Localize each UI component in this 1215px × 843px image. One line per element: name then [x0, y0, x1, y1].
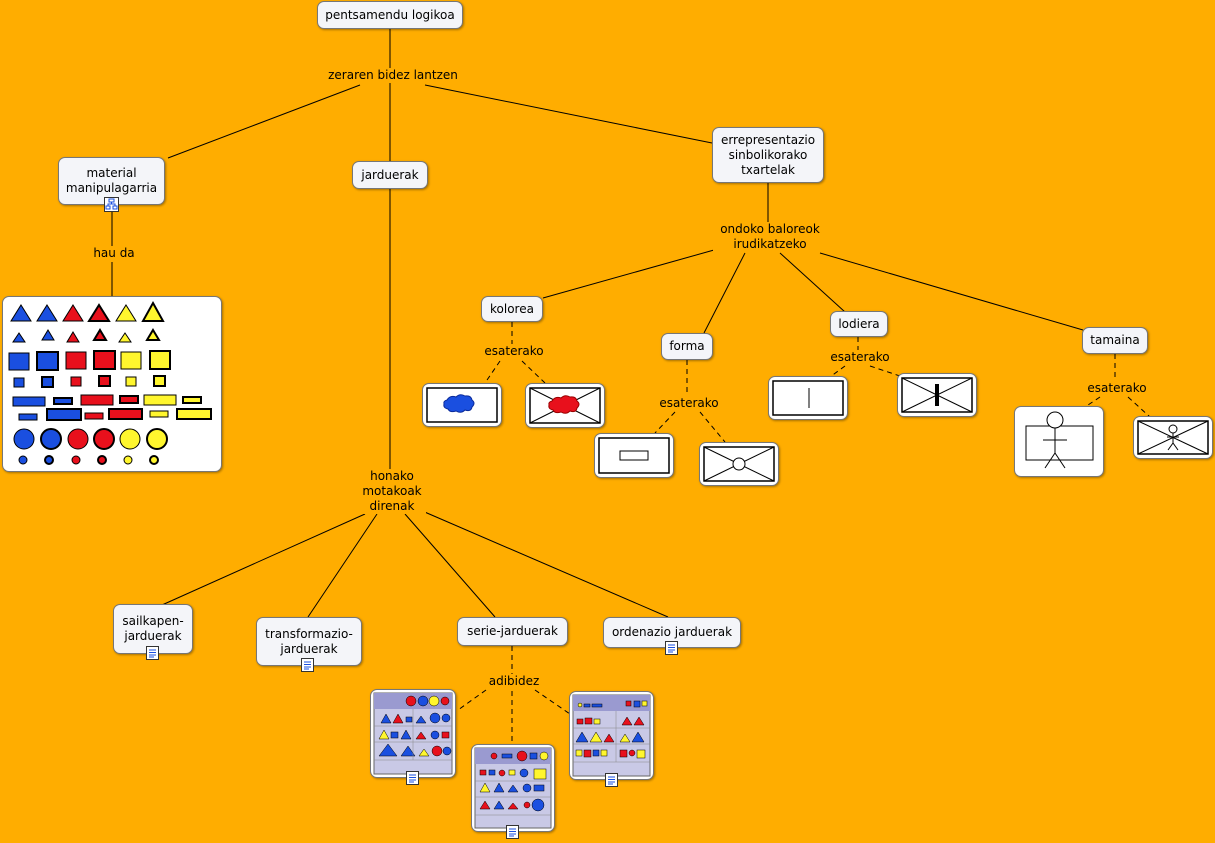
link-honako-motakoak-direnak: honako motakoak direnak — [358, 469, 426, 514]
thin-line-card[interactable] — [768, 376, 848, 420]
concept-map-icon[interactable] — [104, 197, 119, 212]
concept-jarduerak[interactable]: jarduerak — [352, 161, 428, 189]
red-blob-crossed-card[interactable] — [525, 383, 605, 428]
big-person-card[interactable] — [1014, 406, 1104, 477]
series-worksheet-3[interactable] — [569, 691, 654, 780]
concept-serie-jarduerak[interactable]: serie-jarduerak — [457, 617, 568, 646]
document-icon[interactable] — [506, 825, 519, 839]
link-hau-da: hau da — [86, 246, 142, 261]
small-person-crossed-card[interactable] — [1133, 416, 1213, 459]
concept-tamaina[interactable]: tamaina — [1082, 327, 1148, 354]
link-ondoko-baloreok: ondoko baloreok irudikatzeko — [713, 222, 827, 252]
link-adibidez: adibidez — [483, 674, 545, 689]
document-icon[interactable] — [406, 771, 419, 785]
document-icon[interactable] — [605, 773, 618, 787]
document-icon[interactable] — [665, 641, 678, 655]
series-worksheet-1[interactable] — [370, 689, 456, 778]
rectangle-card[interactable] — [594, 433, 674, 478]
thick-line-crossed-card[interactable] — [897, 373, 977, 417]
attribute-blocks-image[interactable] — [2, 296, 222, 472]
link-zeraren-bidez-lantzen: zeraren bidez lantzen — [322, 68, 464, 83]
link-esaterako-kolorea: esaterako — [478, 344, 550, 359]
link-esaterako-lodiera: esaterako — [824, 350, 896, 365]
concept-lodiera[interactable]: lodiera — [830, 311, 888, 337]
concept-errepresentazio-txartelak[interactable]: errepresentazio sinbolikorako txartelak — [712, 127, 824, 183]
link-esaterako-forma: esaterako — [653, 396, 725, 411]
concept-transformazio-jarduerak[interactable]: transformazio- jarduerak — [256, 617, 362, 666]
document-icon[interactable] — [301, 658, 314, 672]
concept-pentsamendu-logikoa[interactable]: pentsamendu logikoa — [317, 1, 463, 29]
concept-sailkapen-jarduerak[interactable]: sailkapen- jarduerak — [113, 604, 193, 654]
circle-crossed-card[interactable] — [699, 442, 779, 486]
document-icon[interactable] — [146, 646, 159, 660]
concept-forma[interactable]: forma — [661, 333, 713, 360]
concept-kolorea[interactable]: kolorea — [481, 296, 543, 322]
blue-blob-card[interactable] — [422, 383, 502, 427]
concept-ordenazio-jarduerak[interactable]: ordenazio jarduerak — [603, 617, 741, 648]
link-esaterako-tamaina: esaterako — [1081, 381, 1153, 396]
series-worksheet-2[interactable] — [471, 744, 555, 832]
